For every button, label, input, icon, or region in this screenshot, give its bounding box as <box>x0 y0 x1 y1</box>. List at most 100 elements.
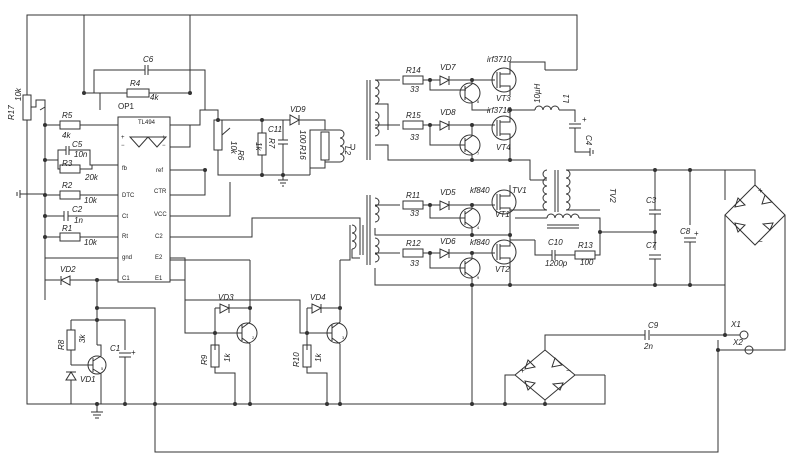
tv2-secondary <box>565 169 571 211</box>
r5-value: 4k <box>62 131 71 140</box>
resistor-r15 <box>402 120 424 130</box>
junctions <box>43 78 727 406</box>
vt3-part: irf3710 <box>487 55 512 64</box>
inductor-l2 <box>339 129 345 163</box>
vt3-label: VT3 <box>496 94 511 103</box>
c9-value: 2n <box>643 342 653 351</box>
vt2-part: kf840 <box>470 238 490 247</box>
c7-label: C7 <box>646 241 657 250</box>
diode-vd9 <box>289 114 301 126</box>
vt-left-pin: 2 <box>252 335 255 340</box>
c6-label: C6 <box>143 55 154 64</box>
c10-value: 1200p <box>545 259 568 268</box>
vd2-label: VD2 <box>60 265 76 274</box>
r15-value: 33 <box>410 133 419 142</box>
pin-ctr: CTR <box>154 189 167 195</box>
r7-value: 1k <box>254 142 263 151</box>
r6-value: 10k <box>229 141 238 155</box>
switch-vt1: R11 33 VD5 4 kf840 TV1 VT1 <box>374 185 527 236</box>
svg-text:+: + <box>758 186 763 195</box>
diode-vd2: VD2 <box>45 265 118 286</box>
vt3-driver-pin: 8 <box>477 99 480 104</box>
vt5-pin: 5 <box>101 366 104 371</box>
capacitor-c2: C2 1n <box>63 205 118 225</box>
c11-label: C11 <box>268 125 282 134</box>
vd3-label: VD3 <box>218 293 234 302</box>
bus-capacitors: C3 C7 + C8 <box>646 169 726 286</box>
x2-label: X2 <box>732 338 743 347</box>
r10-value: 1k <box>314 353 323 362</box>
inductor-l1 <box>534 105 560 111</box>
diode-vd4 <box>311 303 323 314</box>
svg-text:+: + <box>162 135 166 141</box>
diode-vd8 <box>439 120 451 131</box>
svg-text:+: + <box>694 229 699 238</box>
output-filter: 10µH L1 + C4 <box>510 69 594 180</box>
diode-vd1 <box>65 371 77 381</box>
frame-wiring <box>26 14 719 453</box>
r14-label: R14 <box>406 66 421 75</box>
gate-windings <box>366 79 380 265</box>
vt4-driver-pin: 7 <box>477 151 480 156</box>
r8-value: 3k <box>78 334 87 343</box>
resistor-r5: R5 4k <box>59 111 118 140</box>
ic-part: TL494 <box>138 120 156 126</box>
svg-text:+: + <box>582 115 587 124</box>
c10-label: C10 <box>548 238 563 247</box>
switch-vt3: R14 33 VD7 8 irf3710 VT3 <box>375 55 546 130</box>
svg-text:−: − <box>121 143 125 149</box>
vd9-r16-l2: VD9 R16 100 L2 U <box>283 105 356 175</box>
resistor-r3: R3 20k <box>57 159 99 182</box>
pin-gnd: gnd <box>122 255 132 261</box>
vd4-label: VD4 <box>310 293 326 302</box>
r17-value: 10k <box>14 87 23 101</box>
switch-vt2: R12 33 VD6 9 kf840 VT2 <box>374 235 660 404</box>
feedback-network: C6 R4 4k <box>83 35 206 110</box>
pin-ct: Ct <box>122 214 128 220</box>
r3-value: 20k <box>84 173 99 182</box>
r7-label: R7 <box>267 138 276 149</box>
supply-section: R8 3k VD1 5 + C1 <box>57 280 156 419</box>
r11-label: R11 <box>406 191 420 200</box>
r2-value: 10k <box>84 196 98 205</box>
transformer-tv2: TV2 <box>510 169 656 233</box>
vd9-label: VD9 <box>290 105 306 114</box>
r12-label: R12 <box>406 239 421 248</box>
r4-label: R4 <box>130 79 141 88</box>
r1-label: R1 <box>62 224 72 233</box>
snubber: C10 1200p R13 100 <box>510 232 601 268</box>
pin-e1: E1 <box>155 276 163 282</box>
r16-label: R16 <box>298 145 307 160</box>
c3-label: C3 <box>646 196 657 205</box>
resistor-r16 <box>320 131 330 161</box>
svg-text:−: − <box>758 237 763 246</box>
vt4-part: irf3710 <box>487 106 512 115</box>
pin-rt: Rt <box>122 234 128 240</box>
svg-text:+: + <box>520 366 525 375</box>
vt2-label: VT2 <box>495 265 510 274</box>
r13-label: R13 <box>578 241 593 250</box>
svg-text:U: U <box>350 143 356 152</box>
driver-right: VD4 3 R10 1k <box>184 260 348 404</box>
driver-transformer <box>340 224 364 261</box>
r15-label: R15 <box>406 111 421 120</box>
diode-vd3 <box>219 303 231 314</box>
vt1-label: VT1 <box>495 210 510 219</box>
c2-value: 1n <box>74 216 83 225</box>
c2-label: C2 <box>72 205 83 214</box>
resistor-r2: R2 10k <box>59 181 118 205</box>
capacitor-c5: C5 10n <box>57 140 118 166</box>
l1-label: L1 <box>562 94 571 103</box>
ic-tl494: OP1 TL494 + − + − fb DTC Ct Rt gnd C1 re… <box>117 102 171 283</box>
pin-vcc: VCC <box>154 212 167 218</box>
x1-label: X1 <box>730 320 741 329</box>
pin-ref: ref <box>156 168 163 174</box>
svg-text:+: + <box>121 135 125 141</box>
r1-value: 10k <box>84 238 98 247</box>
c5-value: 10n <box>74 150 88 159</box>
switch-vt4: R15 33 VD8 7 irf3710 VT4 <box>375 106 517 161</box>
vd1-label: VD1 <box>80 375 96 384</box>
resistor-r4 <box>126 88 150 98</box>
svg-text:−: − <box>162 143 166 149</box>
